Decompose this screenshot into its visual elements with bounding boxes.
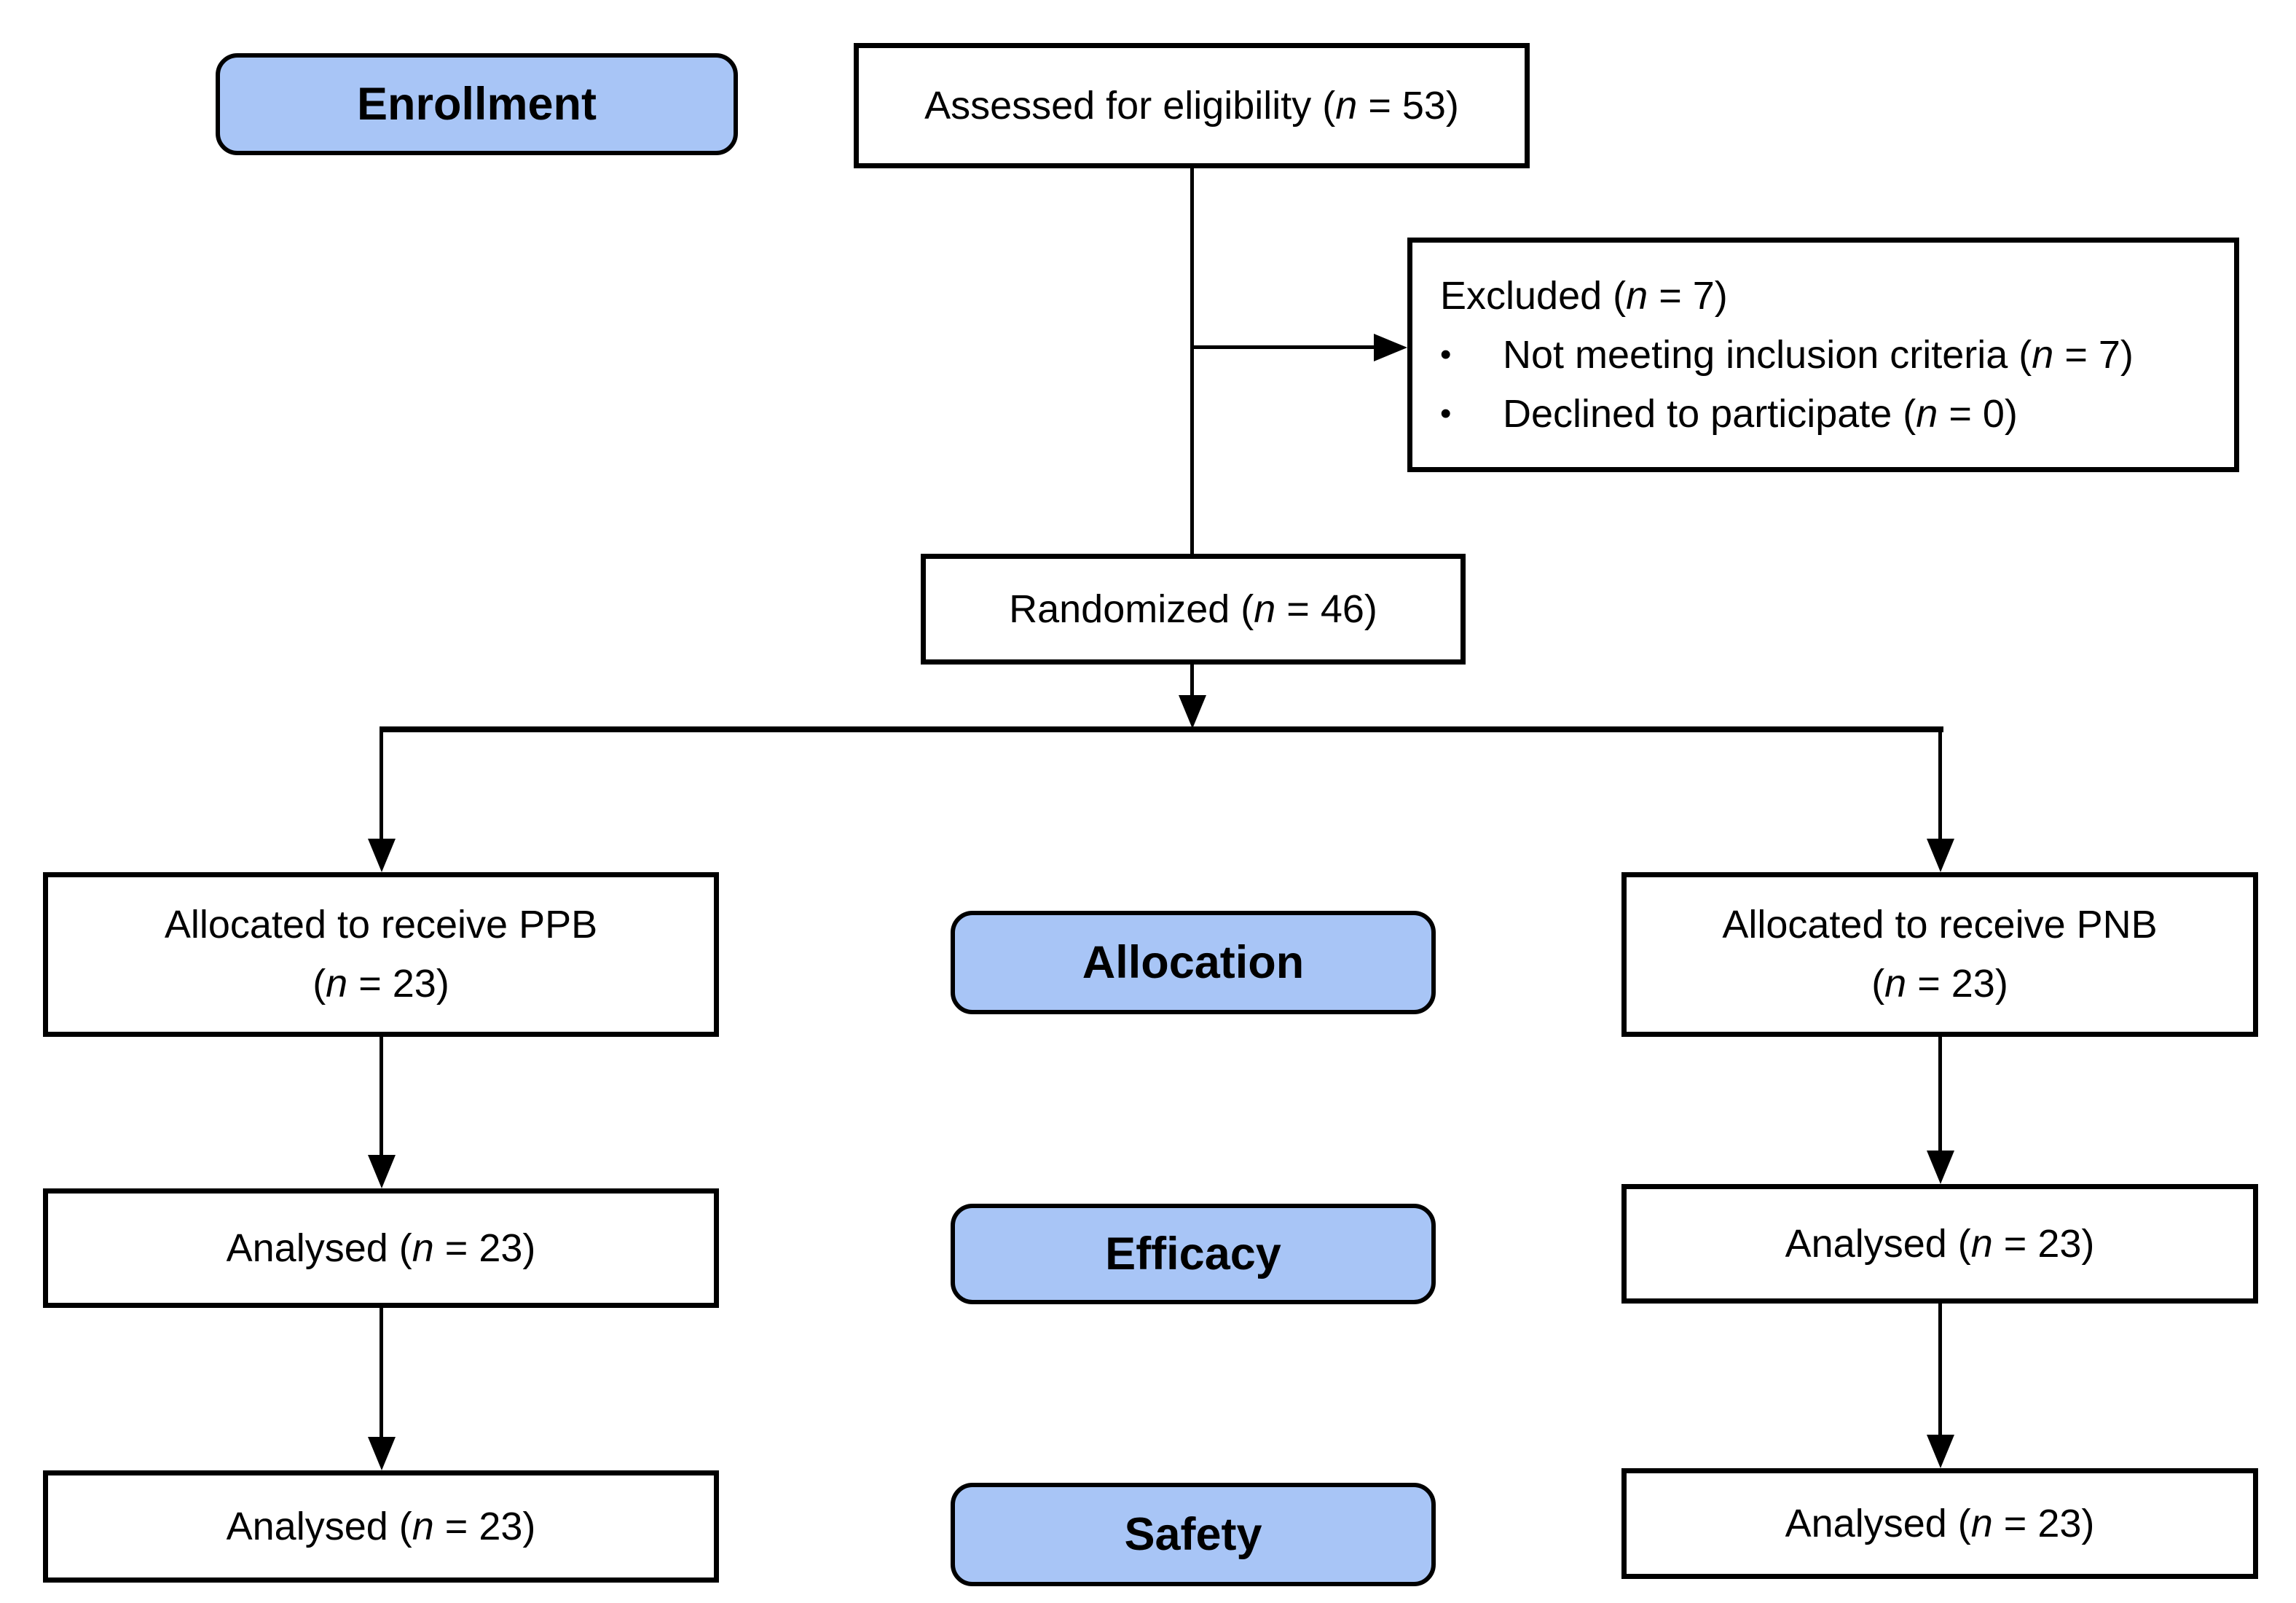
- connector-pnb-efficacy-to-safety: [1938, 1304, 1942, 1438]
- arrowhead-allocated-ppb: [368, 839, 396, 872]
- bullet-icon: •: [1440, 395, 1452, 431]
- node-allocated-ppb-line2: (n = 23): [312, 962, 449, 1006]
- node-analysed-pnb-safety-text: Analysed (n = 23): [1785, 1501, 2095, 1545]
- node-allocated-ppb-line1: Allocated to receive PPB: [164, 903, 598, 946]
- arrowhead-analysed-ppb-efficacy: [368, 1155, 396, 1188]
- node-allocated-ppb: Allocated to receive PPB (n = 23): [43, 872, 719, 1037]
- node-allocated-pnb: Allocated to receive PNB (n = 23): [1621, 872, 2258, 1037]
- arrowhead-analysed-ppb-safety: [368, 1437, 396, 1470]
- connector-assessed-to-randomized: [1190, 168, 1194, 554]
- excluded-bullet-1-text: Not meeting inclusion criteria (n = 7): [1503, 332, 2134, 377]
- node-analysed-pnb-efficacy-text: Analysed (n = 23): [1785, 1221, 2095, 1266]
- arrowhead-allocated-pnb: [1927, 839, 1954, 872]
- excluded-title: Excluded (n = 7): [1440, 273, 1728, 318]
- node-analysed-ppb-efficacy-text: Analysed (n = 23): [226, 1226, 536, 1270]
- node-analysed-ppb-safety: Analysed (n = 23): [43, 1470, 719, 1583]
- arrowhead-analysed-pnb-efficacy: [1927, 1151, 1954, 1184]
- node-randomized: Randomized (n = 46): [921, 554, 1466, 665]
- node-allocated-pnb-line2: (n = 23): [1871, 962, 2008, 1006]
- node-analysed-pnb-efficacy: Analysed (n = 23): [1621, 1184, 2258, 1304]
- stage-label-safety: Safety: [951, 1483, 1436, 1586]
- connector-split-line: [380, 726, 1943, 732]
- connector-allocated-ppb-to-efficacy: [380, 1037, 383, 1158]
- connector-ppb-efficacy-to-safety: [380, 1308, 383, 1440]
- stage-label-efficacy: Efficacy: [951, 1204, 1436, 1304]
- excluded-bullet-2-text: Declined to participate (n = 0): [1503, 391, 2018, 436]
- connector-allocated-pnb-to-efficacy: [1938, 1037, 1942, 1153]
- arrowhead-to-excluded: [1374, 334, 1407, 361]
- connector-randomized-to-split: [1190, 665, 1194, 701]
- node-analysed-ppb-safety-text: Analysed (n = 23): [226, 1504, 536, 1548]
- arrowhead-randomized-to-split: [1179, 695, 1206, 729]
- node-analysed-pnb-safety: Analysed (n = 23): [1621, 1468, 2258, 1579]
- excluded-bullet-2: • Declined to participate (n = 0): [1440, 385, 2018, 444]
- stage-label-enrollment: Enrollment: [216, 53, 738, 155]
- connector-to-excluded: [1192, 345, 1381, 349]
- connector-split-to-allocated-pnb: [1938, 729, 1942, 842]
- node-excluded: Excluded (n = 7) • Not meeting inclusion…: [1407, 238, 2239, 472]
- node-assessed-text: Assessed for eligibility (n = 53): [924, 83, 1459, 128]
- excluded-bullet-1: • Not meeting inclusion criteria (n = 7): [1440, 326, 2134, 385]
- bullet-icon: •: [1440, 336, 1452, 372]
- node-allocated-pnb-line1: Allocated to receive PNB: [1722, 903, 2158, 946]
- node-analysed-ppb-efficacy: Analysed (n = 23): [43, 1188, 719, 1308]
- node-assessed-for-eligibility: Assessed for eligibility (n = 53): [854, 43, 1530, 168]
- arrowhead-analysed-pnb-safety: [1927, 1435, 1954, 1468]
- stage-label-allocation: Allocation: [951, 911, 1436, 1014]
- connector-split-to-allocated-ppb: [380, 729, 383, 842]
- node-randomized-text: Randomized (n = 46): [1009, 587, 1377, 631]
